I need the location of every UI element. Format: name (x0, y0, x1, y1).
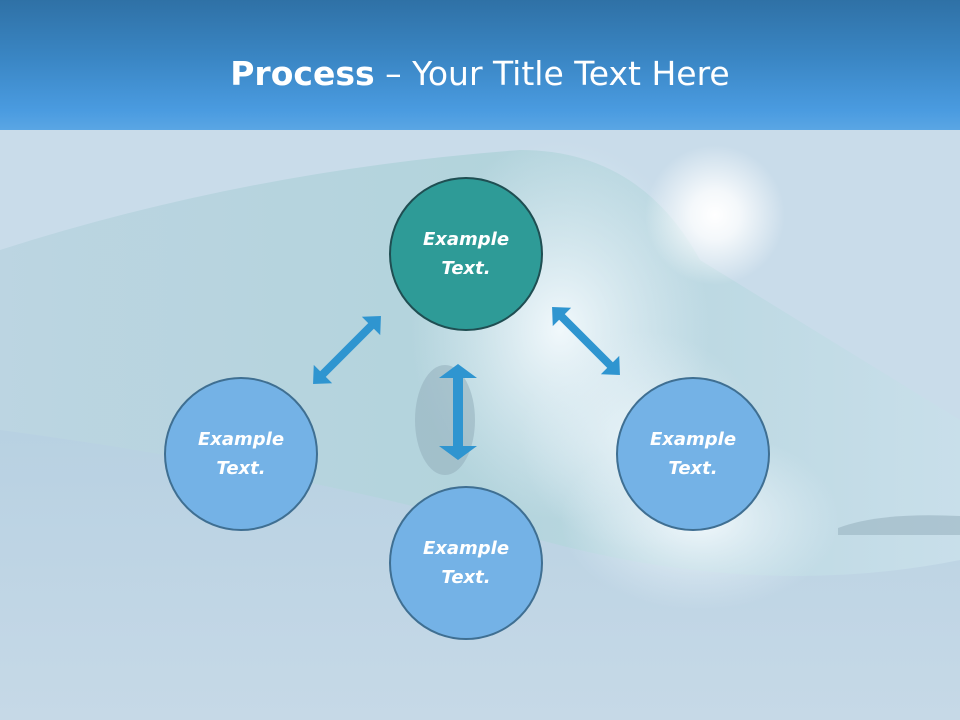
right-node: Example Text. (616, 377, 770, 531)
bottom-node: Example Text. (389, 486, 543, 640)
right-node-label: Example Text. (633, 425, 753, 483)
bottom-node-label: Example Text. (406, 534, 526, 592)
center-node: Example Text. (389, 177, 543, 331)
slide-title: Process – Your Title Text Here (0, 52, 960, 96)
title-bold: Process (230, 54, 374, 93)
left-node-label: Example Text. (181, 425, 301, 483)
title-rest: – Your Title Text Here (375, 54, 730, 93)
center-node-label: Example Text. (406, 225, 526, 283)
left-node: Example Text. (164, 377, 318, 531)
